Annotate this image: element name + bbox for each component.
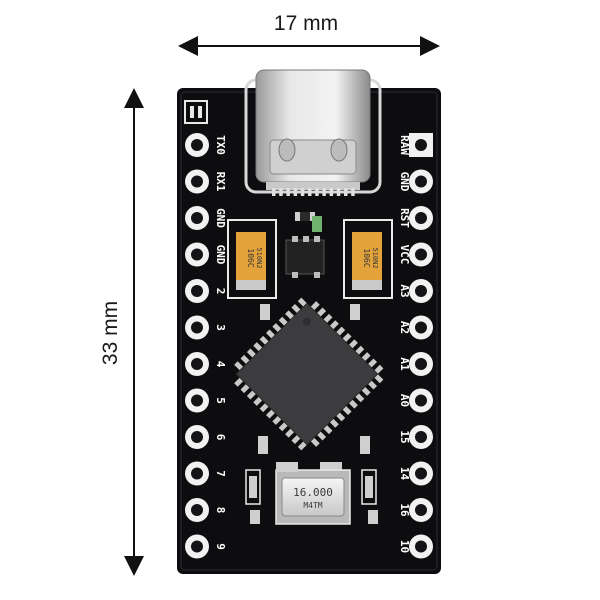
right-pin-pad	[409, 206, 433, 230]
capacitor-right-label: 106C	[362, 248, 371, 267]
left-pin-label: GND	[214, 245, 227, 265]
left-pin-pad	[185, 169, 209, 194]
left-pin-pad	[185, 242, 209, 267]
smd-components	[245, 212, 378, 524]
left-pin-label: 5	[214, 397, 227, 404]
width-dimension: 17 mm	[178, 12, 440, 56]
right-pin-label: GND	[398, 172, 411, 192]
crystal-label: 16.000	[293, 486, 333, 499]
right-pin-pad	[409, 461, 433, 486]
left-pin-pad	[185, 133, 209, 157]
left-pin-pad	[185, 206, 209, 230]
right-pin-pad	[409, 352, 433, 376]
left-pin-label: 7	[214, 470, 227, 477]
left-pin-label: 6	[214, 434, 227, 441]
left-pin-pad	[185, 498, 209, 522]
right-pin-label: 10	[398, 540, 411, 553]
right-pin-label: 14	[398, 467, 411, 481]
left-pin-pad	[185, 534, 209, 559]
right-pin-label: A3	[398, 284, 411, 297]
left-pin-label: 9	[214, 543, 227, 550]
right-pin-pad	[409, 133, 433, 157]
right-pin-pad	[409, 279, 433, 303]
left-pin-pad	[185, 279, 209, 303]
right-pin-pad	[409, 534, 433, 559]
left-pin-label: 2	[214, 288, 227, 295]
pcb-board: 106C 510N2 106C 510N2	[177, 69, 441, 574]
crystal-sub: M4TM	[303, 501, 322, 510]
width-label: 17 mm	[274, 12, 338, 35]
capacitor-left-label: 106C	[246, 248, 255, 267]
right-pin-label: A2	[398, 321, 411, 334]
left-pin-label: 8	[214, 507, 227, 514]
microcontroller-chip	[234, 297, 384, 451]
left-pin-pad	[185, 315, 209, 340]
left-pin-label: GND	[214, 208, 227, 228]
usb-c-connector	[244, 69, 382, 196]
right-pin-label: 16	[398, 503, 411, 517]
right-pin-label: 15	[398, 430, 411, 443]
height-label: 33 mm	[99, 301, 122, 365]
capacitor-left-sub: 510N2	[255, 247, 263, 268]
right-pin-pad	[409, 498, 433, 522]
capacitor-right-sub: 510N2	[371, 247, 379, 268]
left-pin-label: 3	[214, 324, 227, 331]
capacitor-left: 106C 510N2	[227, 219, 277, 299]
regulator-ic	[285, 236, 325, 278]
left-pin-label: TX0	[214, 135, 227, 155]
right-pin-pad	[409, 315, 433, 340]
right-pin-label: VCC	[398, 245, 411, 265]
right-pin-label: RST	[398, 208, 411, 228]
capacitor-right: 106C 510N2	[343, 219, 393, 299]
left-pin-pad	[185, 461, 209, 486]
left-pin-label: RX1	[214, 172, 227, 192]
right-pin-pad	[409, 169, 433, 194]
right-pin-label: RAW	[398, 135, 411, 155]
right-pin-pad	[409, 425, 433, 449]
left-pin-pad	[185, 352, 209, 376]
right-pin-label: A0	[398, 394, 411, 407]
height-dimension: 33 mm	[99, 88, 144, 576]
left-pin-label: 4	[214, 361, 227, 368]
crystal-oscillator: 16.000 M4TM	[275, 462, 351, 525]
right-pin-pad	[409, 388, 433, 413]
left-pin-pad	[185, 425, 209, 449]
left-pin-pad	[185, 388, 209, 413]
right-pin-label: A1	[398, 357, 411, 371]
right-pin-pad	[409, 242, 433, 267]
